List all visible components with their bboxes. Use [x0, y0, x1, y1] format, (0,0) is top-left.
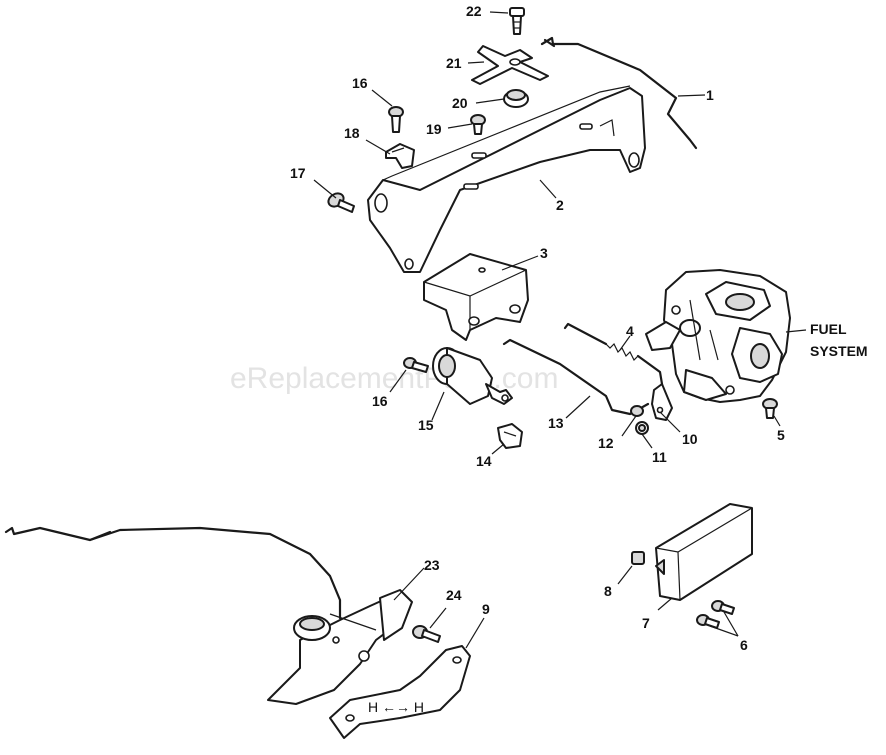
callout-7: 7 — [642, 615, 650, 631]
part-10-lever — [651, 383, 673, 421]
carburetor-assembly — [645, 269, 791, 403]
part-6-screws — [696, 600, 735, 629]
callout-19: 19 — [426, 121, 442, 137]
callout-10: 10 — [682, 431, 698, 447]
callout-1: 1 — [706, 87, 714, 103]
callout-3: 3 — [540, 245, 548, 261]
callout-18: 18 — [344, 125, 360, 141]
part-11-washer — [635, 421, 649, 435]
part-24-screw — [412, 625, 441, 643]
callout-14: 14 — [476, 453, 492, 469]
part-1-rod — [540, 36, 698, 150]
part-19-screw — [470, 114, 486, 135]
part-21-cross-plate — [471, 45, 549, 85]
leader-lines — [313, 11, 807, 649]
callout-16-lower: 16 — [372, 393, 388, 409]
part-16-lower-screw — [403, 357, 429, 373]
callout-16-top: 16 — [352, 75, 368, 91]
part-1-rod-end — [543, 38, 556, 48]
part-5-screw — [762, 398, 778, 419]
callout-6: 6 — [740, 637, 748, 653]
part-16-top-screw — [388, 106, 404, 133]
callout-17: 17 — [290, 165, 306, 181]
bracket-marking: H ←→ H — [368, 699, 424, 715]
callout-11: 11 — [652, 449, 667, 465]
callout-9: 9 — [482, 601, 490, 617]
part-23-control-lever — [267, 589, 413, 705]
callout-2: 2 — [556, 197, 564, 213]
part-18-clip — [385, 143, 415, 169]
callout-13: 13 — [548, 415, 564, 431]
callout-23: 23 — [424, 557, 440, 573]
callout-8: 8 — [604, 583, 612, 599]
fuel-system-label-line2: SYSTEM — [810, 343, 868, 359]
callout-12: 12 — [598, 435, 614, 451]
part-8-nut — [631, 551, 645, 565]
fuel-system-label-line1: FUEL — [810, 321, 847, 337]
callout-20: 20 — [452, 95, 468, 111]
part-3-solenoid-bracket — [423, 253, 529, 341]
part-9-mounting-bracket: H ←→ H — [329, 645, 471, 739]
cable-sheath-joint — [88, 530, 112, 542]
callout-15: 15 — [418, 417, 434, 433]
part-17-screw — [327, 192, 355, 213]
callout-22: 22 — [466, 3, 482, 19]
part-20-nut — [503, 89, 529, 108]
callout-labels: 22 21 1 20 19 16 18 17 2 3 4 FUEL SYSTEM… — [290, 3, 868, 653]
part-22-screw — [509, 7, 525, 35]
callout-4: 4 — [626, 323, 634, 339]
callout-21: 21 — [446, 55, 462, 71]
callout-5: 5 — [777, 427, 785, 443]
part-14-clip — [497, 423, 523, 449]
part-2-main-bracket — [367, 85, 646, 273]
watermark-text: eReplacementParts.com — [230, 362, 558, 395]
part-7-electronic-module — [655, 503, 753, 601]
throttle-cable — [4, 526, 342, 620]
part-13-rod — [502, 338, 650, 416]
callout-24: 24 — [446, 587, 462, 603]
part-12-nut — [630, 405, 644, 417]
part-15-solenoid — [432, 347, 513, 405]
